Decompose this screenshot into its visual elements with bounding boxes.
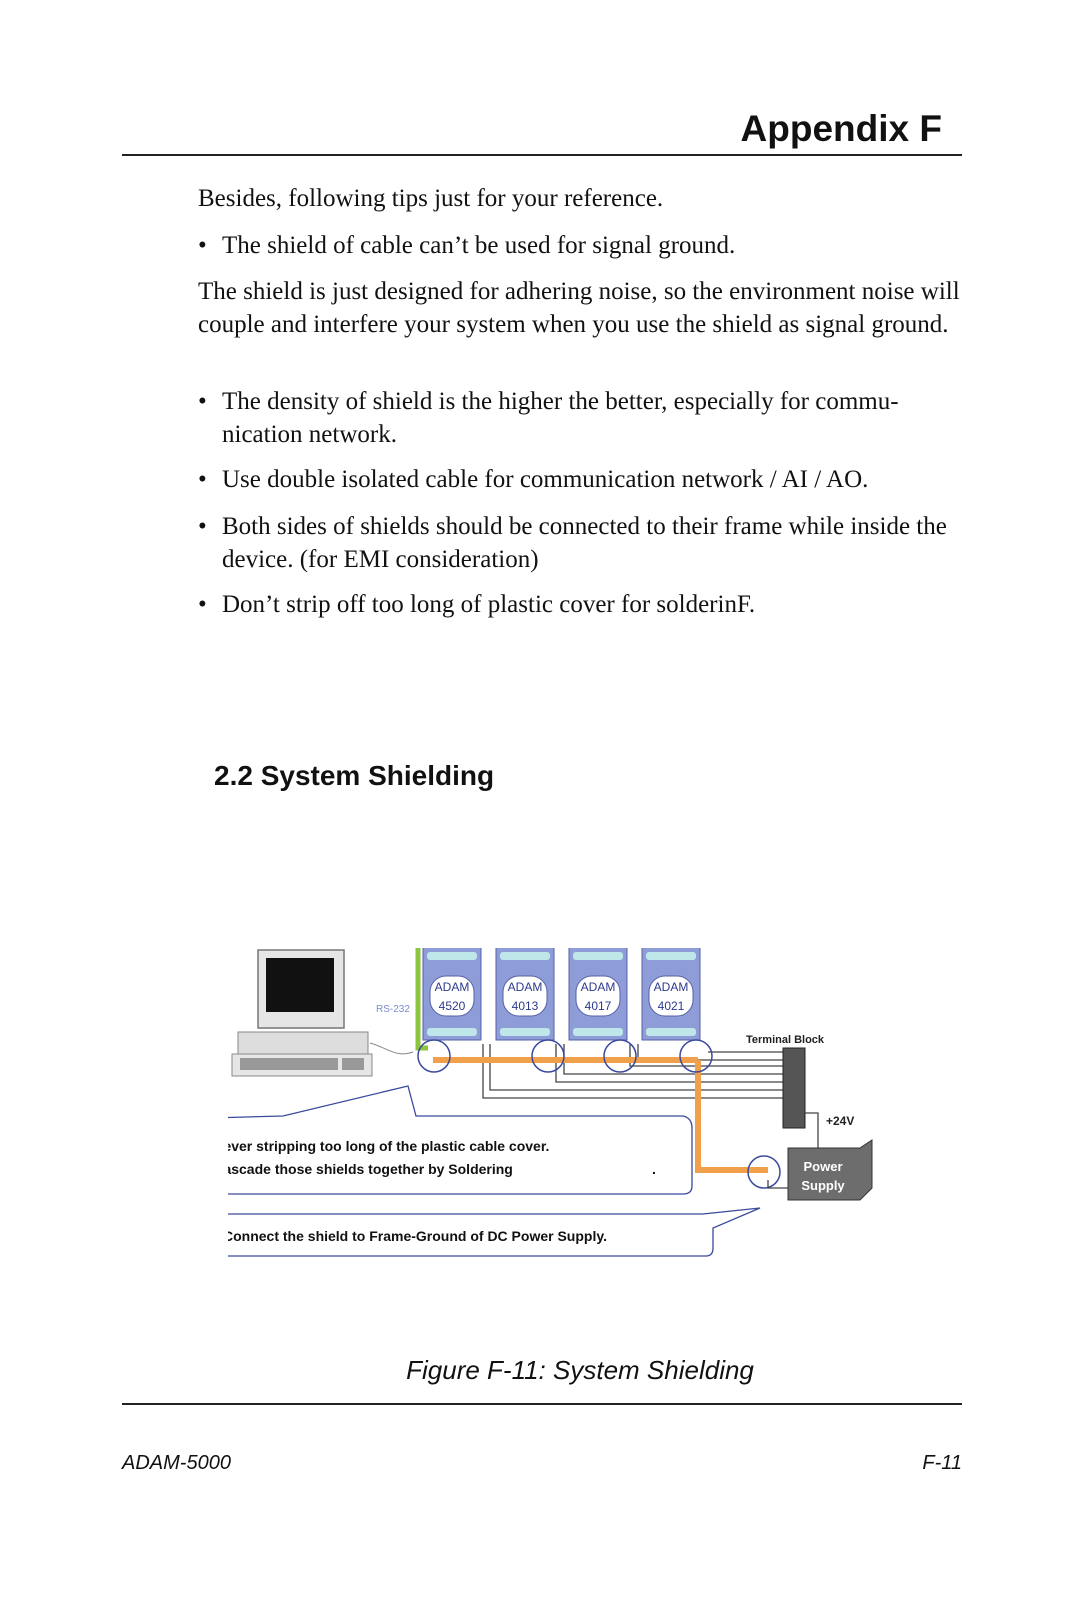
adam-module-4013: ADAM 4013 [495, 948, 555, 1041]
module-brand: ADAM [508, 980, 543, 994]
footer-product: ADAM-5000 [122, 1452, 231, 1474]
power-supply-line1: Power [803, 1159, 842, 1174]
adam-module-4021: ADAM 4021 [641, 948, 701, 1041]
shield-joint-circle [679, 1039, 713, 1073]
bullet-icon: • [198, 591, 207, 618]
intro-text: Besides, following tips just for your re… [198, 185, 664, 212]
connect-note: Connect the shield to Frame-Ground of DC… [228, 1228, 607, 1244]
module-model: 4021 [658, 999, 685, 1013]
section-heading: 2.2 System Shielding [214, 760, 495, 791]
voltage-label: +24V [826, 1114, 854, 1128]
system-shielding-diagram: RS-232 ADAM 4520 ADAM 4013 ADAM 4017 ADA… [228, 948, 873, 1257]
tip-strip: • Don’t strip off too long of plastic co… [198, 588, 973, 621]
module-brand: ADAM [654, 980, 689, 994]
module-brand: ADAM [581, 980, 616, 994]
rs232-label: RS-232 [376, 1004, 410, 1015]
adam-module-4520: ADAM 4520 [422, 948, 482, 1041]
note-line2: * Cascade those shields together by Sold… [228, 1161, 513, 1177]
green-shield-wire [415, 948, 428, 1051]
tip-text: Use double isolated cable for communicat… [222, 466, 869, 493]
footer-divider [122, 1403, 962, 1405]
power-supply-line2: Supply [801, 1178, 845, 1193]
tip-shield-signal-ground: • The shield of cable can’t be used for … [198, 229, 973, 262]
shield-joint-circle [603, 1039, 637, 1073]
adam-module-4017: ADAM 4017 [568, 948, 628, 1041]
module-model: 4520 [439, 999, 466, 1013]
terminal-block-label: Terminal Block [746, 1034, 825, 1046]
signal-wires [482, 1044, 783, 1099]
orange-shield-wire [433, 1057, 768, 1173]
module-model: 4017 [585, 999, 612, 1013]
tip-text: The density of shield is the higher the … [222, 388, 899, 448]
bullet-icon: • [198, 232, 207, 259]
power-supply-box: Power Supply [787, 1139, 873, 1201]
tip-text: The shield of cable can’t be used for si… [222, 232, 736, 259]
tip-double-isolated: • Use double isolated cable for communic… [198, 463, 973, 496]
module-brand: ADAM [435, 980, 470, 994]
header-divider [122, 154, 962, 156]
bullet-icon: • [198, 388, 207, 415]
note-callout [228, 1085, 693, 1195]
bullet-icon: • [198, 513, 207, 540]
shield-joint-circle [531, 1039, 565, 1073]
shield-joint-circle [747, 1155, 781, 1189]
tip-text: Don’t strip off too long of plastic cove… [222, 591, 756, 618]
computer-icon [231, 949, 373, 1077]
module-model: 4013 [512, 999, 539, 1013]
tip-text: Both sides of shields should be connecte… [222, 513, 947, 573]
explanation-paragraph: The shield is just designed for adhering… [198, 278, 960, 338]
footer-page-number: F-11 [922, 1452, 962, 1474]
note-line2-end: . [652, 1161, 656, 1177]
bullet-icon: • [198, 466, 207, 493]
shield-joint-circle [417, 1039, 451, 1073]
tip-both-sides: • Both sides of shields should be connec… [198, 510, 973, 576]
tip-density: • The density of shield is the higher th… [198, 385, 973, 451]
terminal-block [782, 1047, 806, 1129]
figure-caption: Figure F-11: System Shielding [406, 1355, 754, 1385]
note-line1: * Never stripping too long of the plasti… [228, 1138, 549, 1154]
connect-callout [228, 1207, 761, 1257]
page-title: Appendix F [740, 108, 942, 149]
